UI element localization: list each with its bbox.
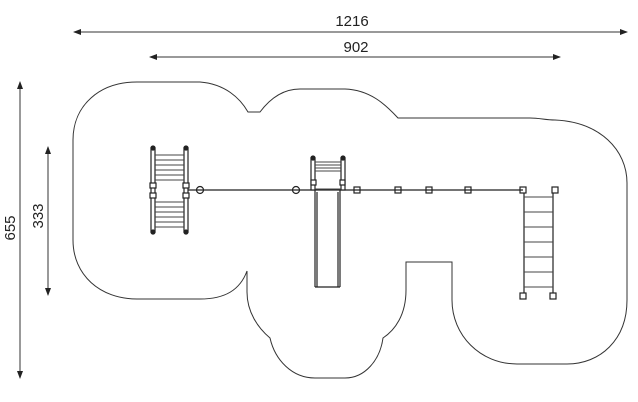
double-ladder-left xyxy=(149,145,190,235)
dimension-label-equipment-depth: 333 xyxy=(30,203,47,228)
dimension-label-equipment-width: 902 xyxy=(343,39,368,56)
safety-zone-outline xyxy=(72,81,628,379)
rope-post-squares xyxy=(353,186,559,194)
slide-chute xyxy=(314,190,341,288)
slide-tower xyxy=(310,155,346,191)
rope-anchor-circle xyxy=(291,185,301,195)
rope-anchor-circle xyxy=(195,185,205,195)
dimension-label-overall-depth: 655 xyxy=(2,215,19,240)
dimension-label-overall-width: 1216 xyxy=(335,13,368,30)
horizontal-ladder-right xyxy=(519,193,557,300)
